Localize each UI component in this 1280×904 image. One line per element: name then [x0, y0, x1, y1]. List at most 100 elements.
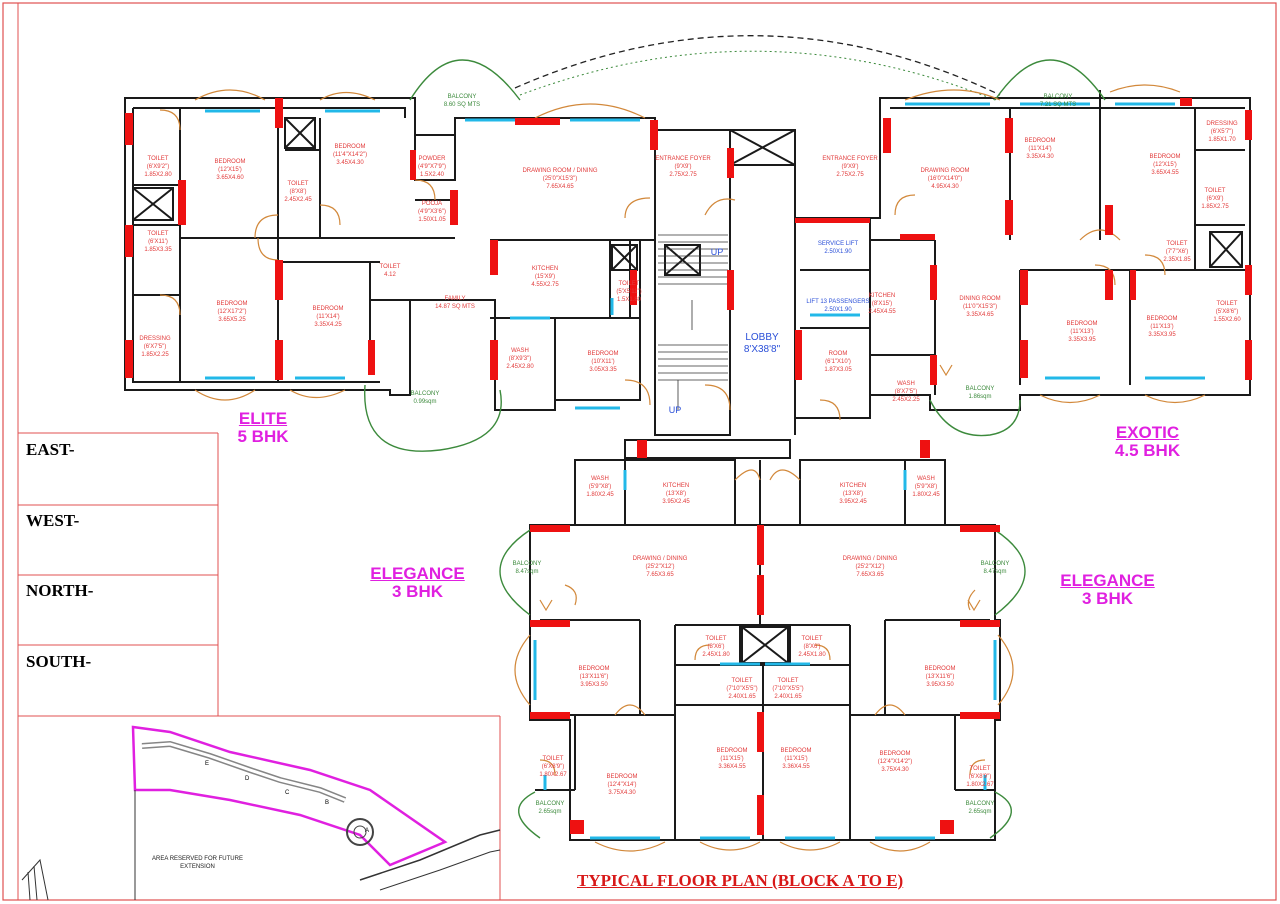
room-label-6-line-2: 7.65X4.65 — [546, 184, 574, 190]
room-label-34-line-0: DINING ROOM — [959, 296, 1000, 302]
windows — [205, 102, 1205, 840]
room-label-57-line-1: (11'X15') — [720, 756, 743, 762]
room-label-5-line-2: 1.50X1.05 — [418, 217, 446, 223]
room-label-57-line-0: BEDROOM — [716, 748, 747, 754]
room-label-10-line-0: BEDROOM — [312, 306, 343, 312]
room-label-14-line-2: 1.5X1.80 — [617, 297, 642, 303]
room-label-43-line-0: KITCHEN — [840, 483, 866, 489]
room-label-12-line-0: FAMILY — [445, 296, 466, 302]
room-label-47-line-2: 7.65X3.65 — [856, 572, 884, 578]
room-label-8-line-1: (6'X11') — [148, 239, 168, 245]
room-label-17-line-2: 3.05X3.35 — [589, 367, 617, 373]
room-label-30-line-0: BEDROOM — [1149, 154, 1180, 160]
room-label-11-line-1: 4.12 — [384, 272, 396, 278]
room-label-55-line-2: 1.80X2.67 — [539, 772, 567, 778]
room-label-46-line-2: 7.65X3.65 — [646, 572, 674, 578]
canopy-arc-inner — [519, 50, 996, 101]
room-label-35-line-0: BEDROOM — [1066, 321, 1097, 327]
room-label-61-line-0: BALCONY — [536, 801, 565, 807]
room-label-45-line-0: BALCONY — [513, 561, 542, 567]
room-label-50-line-0: TOILET — [802, 636, 823, 642]
room-label-14-line-0: TOILET — [619, 281, 640, 287]
room-label-25-line-2: 2.75X2.75 — [836, 172, 864, 178]
unit-exotic-name: EXOTIC — [1115, 423, 1180, 442]
room-label-27-line-2: 3.35X4.30 — [1026, 154, 1054, 160]
room-label-0-line-1: (6'X9'2") — [147, 164, 169, 170]
unit-elegance-west-name: ELEGANCE — [370, 564, 465, 583]
room-label-12-line-1: 14.87 SQ MTS — [435, 304, 475, 310]
room-label-39-line-0: WASH — [897, 381, 915, 387]
room-label-13-line-1: (15'X9') — [535, 274, 555, 280]
room-label-11-line-0: TOILET — [380, 264, 401, 270]
room-label-20-line-1: 8'X38'8" — [744, 344, 781, 355]
room-label-2-line-0: BEDROOM — [334, 144, 365, 150]
room-label-31-line-2: 1.85X2.75 — [1201, 204, 1229, 210]
room-label-41-line-0: WASH — [591, 476, 609, 482]
room-label-16-line-2: 2.45X2.80 — [506, 364, 534, 370]
room-label-58-line-0: BEDROOM — [780, 748, 811, 754]
room-label-17-line-1: (10'X11') — [591, 359, 614, 365]
room-label-44-line-1: (5'9"X8') — [915, 484, 937, 490]
room-label-24-line-0: LIFT 13 PASSENGERS — [806, 299, 869, 305]
room-label-19-line-1: 0.99sqm — [413, 399, 436, 405]
room-label-25-line-1: (9'X9') — [842, 164, 859, 170]
room-label-26-line-1: (16'0"X14'0") — [928, 176, 963, 182]
room-label-46-line-1: (25'2"X12') — [645, 564, 674, 570]
room-label-51-line-1: (13'X11'6") — [580, 674, 609, 680]
room-label-35-line-2: 3.35X3.95 — [1068, 337, 1096, 343]
room-label-23-line-1: 2.50X1.90 — [824, 249, 852, 255]
room-label-54-line-2: 3.95X3.50 — [926, 682, 954, 688]
canopy-arc — [514, 35, 1001, 96]
room-label-9-line-1: (12'X17'2") — [217, 309, 246, 315]
key-block-e: E — [205, 761, 209, 767]
unit-exotic: EXOTIC 4.5 BHK — [1100, 424, 1195, 460]
room-label-9-line-0: BEDROOM — [216, 301, 247, 307]
room-label-18-line-1: 8.60 SQ MTS — [444, 102, 480, 108]
room-label-61-line-1: 2.65sqm — [538, 809, 561, 815]
room-label-45-line-1: 8.47sqm — [515, 569, 538, 575]
room-label-4-line-0: POWDER — [419, 156, 447, 162]
unit-elite-name: ELITE — [238, 409, 288, 428]
room-label-55-line-0: TOILET — [543, 756, 564, 762]
room-label-10-line-2: 3.35X4.25 — [314, 322, 342, 328]
room-label-49-line-2: 2.45X1.80 — [702, 652, 730, 658]
room-label-36-line-2: 3.35X3.95 — [1148, 332, 1176, 338]
room-label-44-line-2: 1.80X2.45 — [912, 492, 940, 498]
unit-elite-type: 5 BHK — [237, 427, 289, 446]
room-label-46-line-0: DRAWING / DINING — [633, 556, 688, 562]
room-label-34-line-2: 3.35X4.65 — [966, 312, 994, 318]
bay-windows — [194, 84, 1206, 852]
room-label-62-line-1: 2.65sqm — [968, 809, 991, 815]
room-label-43-line-2: 3.95X2.45 — [839, 499, 867, 505]
room-label-33-line-2: 2.45X4.55 — [868, 309, 896, 315]
room-label-9-line-2: 3.65X5.25 — [218, 317, 246, 323]
room-label-4-line-1: (4'9"X7'9") — [418, 164, 446, 170]
room-label-30-line-2: 3.65X4.55 — [1151, 170, 1179, 176]
room-label-34-line-1: (11'0"X15'3") — [963, 304, 997, 310]
unit-elegance-east: ELEGANCE 3 BHK — [1050, 572, 1165, 608]
doors — [159, 109, 1166, 776]
room-label-29-line-1: (6'X5'7") — [1211, 129, 1233, 135]
room-label-15-line-1: (6'X7'5") — [144, 344, 166, 350]
room-label-57-line-2: 3.36X4.55 — [718, 764, 746, 770]
stair-treads — [658, 234, 728, 410]
room-label-32-line-0: TOILET — [1167, 241, 1188, 247]
unit-elegance-west: ELEGANCE 3 BHK — [360, 565, 475, 601]
room-label-27-line-1: (11'X14') — [1028, 146, 1051, 152]
room-label-37-line-2: 1.55X2.60 — [1213, 317, 1241, 323]
direction-north: NORTH- — [26, 581, 94, 600]
room-label-42-line-0: KITCHEN — [663, 483, 689, 489]
room-label-53-line-0: TOILET — [778, 678, 799, 684]
room-label-38-line-2: 1.87X3.05 — [824, 367, 852, 373]
room-label-52-line-1: (7'10"X5'5") — [726, 686, 757, 692]
room-label-10-line-1: (11'X14') — [316, 314, 339, 320]
room-label-32-line-1: (7'7"X6') — [1166, 249, 1188, 255]
room-label-13-line-2: 4.55X2.75 — [531, 282, 559, 288]
room-label-40-line-1: 1.86sqm — [968, 394, 991, 400]
room-label-27-line-0: BEDROOM — [1024, 138, 1055, 144]
room-label-51-line-0: BEDROOM — [578, 666, 609, 672]
direction-west: WEST- — [26, 511, 80, 530]
drawing-title: TYPICAL FLOOR PLAN (BLOCK A TO E) — [577, 871, 904, 890]
room-label-16-line-0: WASH — [511, 348, 529, 354]
